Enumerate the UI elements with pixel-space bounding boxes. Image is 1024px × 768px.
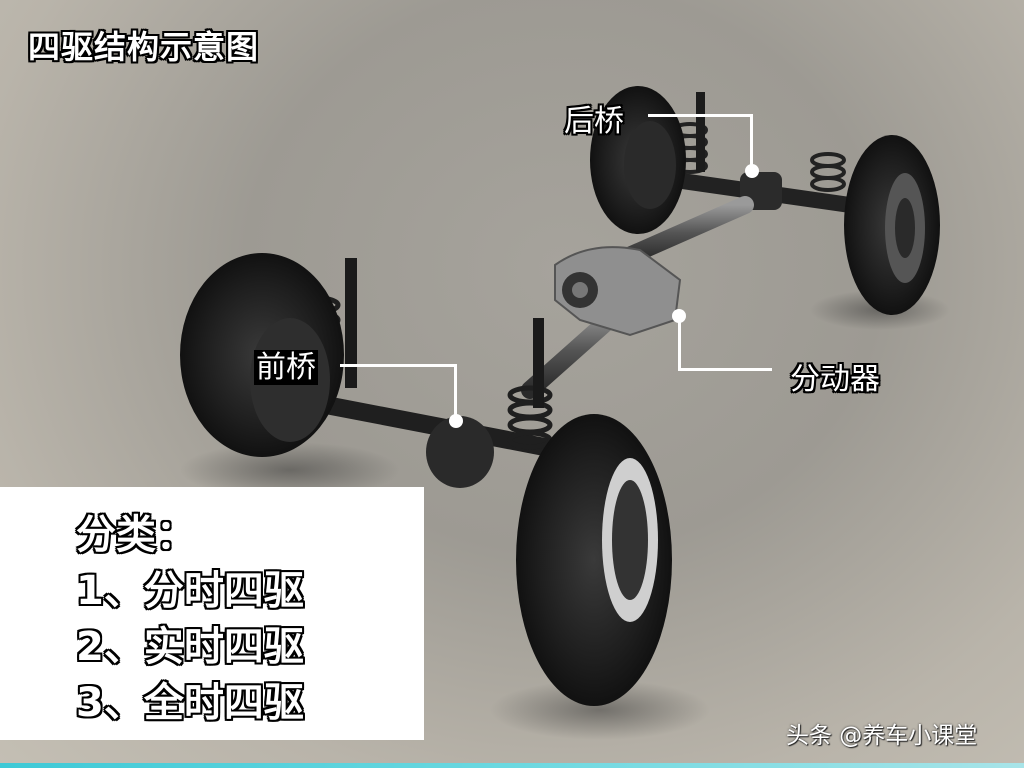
bottom-accent-strip bbox=[0, 763, 1024, 768]
classification-item-full-time: 3、全时四驱 bbox=[76, 680, 304, 726]
front-axle-marker-dot bbox=[449, 414, 463, 428]
transfer-case bbox=[554, 246, 682, 337]
rear-axle-leader-v bbox=[750, 114, 753, 170]
rear-axle-label: 后桥 bbox=[564, 104, 624, 139]
callout-front-axle: 前桥 bbox=[254, 342, 318, 386]
front-axle-leader-v bbox=[454, 364, 457, 418]
classification-item-on-demand: 2、实时四驱 bbox=[76, 624, 304, 670]
classification-panel: 分类： 1、分时四驱 2、实时四驱 3、全时四驱 bbox=[0, 487, 424, 740]
callout-rear-axle: 后桥 bbox=[564, 96, 624, 140]
rear-axle-leader-h bbox=[648, 114, 752, 117]
transfer-case-leader-h bbox=[678, 368, 772, 371]
rear-axle bbox=[590, 86, 940, 315]
transfer-case-label: 分动器 bbox=[790, 362, 880, 397]
classification-heading: 分类： bbox=[76, 512, 196, 558]
diagram-title: 四驱结构示意图 bbox=[28, 28, 260, 66]
front-axle-label: 前桥 bbox=[254, 350, 318, 385]
watermark: 头条 @养车小课堂 bbox=[786, 723, 978, 749]
classification-item-part-time: 1、分时四驱 bbox=[76, 568, 304, 614]
callout-transfer-case: 分动器 bbox=[790, 354, 880, 398]
rear-axle-marker-dot bbox=[745, 164, 759, 178]
classification-list: 分类： 1、分时四驱 2、实时四驱 3、全时四驱 bbox=[76, 507, 304, 731]
front-axle-leader-h bbox=[340, 364, 456, 367]
transfer-case-leader-v bbox=[678, 316, 681, 370]
